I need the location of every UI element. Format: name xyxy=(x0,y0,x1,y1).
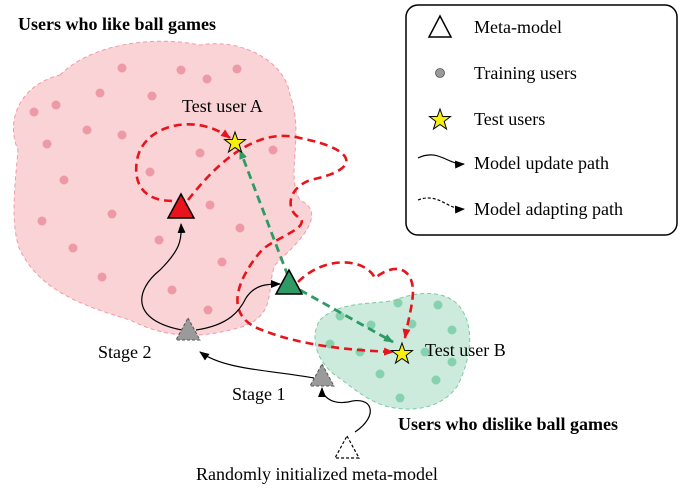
legend-label-adapting-path: Model adapting path xyxy=(474,199,623,219)
meta-model-stage2-triangle xyxy=(175,316,201,341)
training-user-dot xyxy=(195,148,205,158)
training-user-dot xyxy=(154,235,164,245)
training-user-dot xyxy=(268,145,278,155)
adapting-path-red-to-user-b xyxy=(186,134,394,356)
like-region-title: Users who like ball games xyxy=(18,14,216,34)
training-user-dot xyxy=(37,216,47,226)
training-user-dot xyxy=(431,375,441,385)
like-region xyxy=(13,40,313,336)
training-user-dot xyxy=(447,357,457,367)
training-user-dot xyxy=(407,319,417,329)
training-user-dot xyxy=(235,223,245,233)
training-user-dot xyxy=(107,209,117,219)
training-user-dot xyxy=(205,200,215,210)
test-user-a-label: Test user A xyxy=(182,96,263,116)
training-user-dot xyxy=(145,167,155,177)
training-user-dot xyxy=(232,64,242,74)
like-training-dots xyxy=(29,63,278,315)
training-user-dot xyxy=(95,88,105,98)
legend-frame xyxy=(405,4,678,236)
meta-model-red-triangle xyxy=(166,192,196,219)
adapting-path-green-to-user-a xyxy=(238,149,290,277)
test-user-b-star xyxy=(390,341,414,365)
adapting-path-red-to-user-a xyxy=(134,123,231,203)
training-user-dot xyxy=(59,175,69,185)
update-path-stage1-to-stage2 xyxy=(199,351,315,379)
adapting-path-green-to-user-b xyxy=(299,288,394,344)
training-user-dot xyxy=(335,311,345,321)
dot-icon xyxy=(435,68,445,78)
legend: Meta-model Training users Test users Mod… xyxy=(405,4,678,236)
training-user-dot xyxy=(395,393,405,403)
training-user-dot xyxy=(117,63,127,73)
legend-label-meta-model: Meta-model xyxy=(474,17,562,37)
update-path-stage2-to-green xyxy=(195,280,281,331)
training-user-dot xyxy=(147,91,157,101)
triangle-icon xyxy=(427,14,453,38)
training-user-dot xyxy=(117,130,127,140)
training-user-dot xyxy=(202,74,212,84)
training-user-dot xyxy=(68,243,78,253)
training-user-dot xyxy=(82,125,92,135)
training-user-dot xyxy=(203,305,213,315)
training-user-dot xyxy=(375,369,385,379)
training-user-dot xyxy=(42,139,52,149)
meta-model-stage1-triangle xyxy=(309,362,335,387)
star-icon xyxy=(428,107,452,131)
test-user-b-label: Test user B xyxy=(425,340,506,360)
stage-2-label: Stage 2 xyxy=(98,342,152,362)
solid-arrow-icon xyxy=(417,154,465,169)
meta-model-random-triangle xyxy=(333,434,361,459)
training-user-dot xyxy=(176,65,186,75)
training-user-dot xyxy=(393,298,403,308)
test-user-a-star xyxy=(223,130,247,154)
meta-model-green-triangle xyxy=(274,268,304,295)
training-user-dot xyxy=(420,347,430,357)
stage-1-label: Stage 1 xyxy=(232,384,286,404)
legend-label-training-users: Training users xyxy=(474,63,577,83)
training-user-dot xyxy=(447,325,457,335)
legend-label-update-path: Model update path xyxy=(474,153,609,173)
dashed-arrow-icon xyxy=(417,197,465,214)
training-user-dot xyxy=(29,107,39,117)
update-path-stage2-to-red xyxy=(141,223,186,331)
legend-label-test-users: Test users xyxy=(474,109,545,129)
random-init-label: Randomly initialized meta-model xyxy=(196,464,438,484)
update-path-init-to-stage1 xyxy=(318,387,371,433)
training-user-dot xyxy=(433,300,443,310)
dislike-region-title: Users who dislike ball games xyxy=(398,414,618,434)
adapting-path-green-red-to-user-b xyxy=(297,261,415,339)
training-user-dot xyxy=(167,285,177,295)
training-user-dot xyxy=(97,272,107,282)
training-user-dot xyxy=(51,100,61,110)
training-user-dot xyxy=(217,257,227,267)
